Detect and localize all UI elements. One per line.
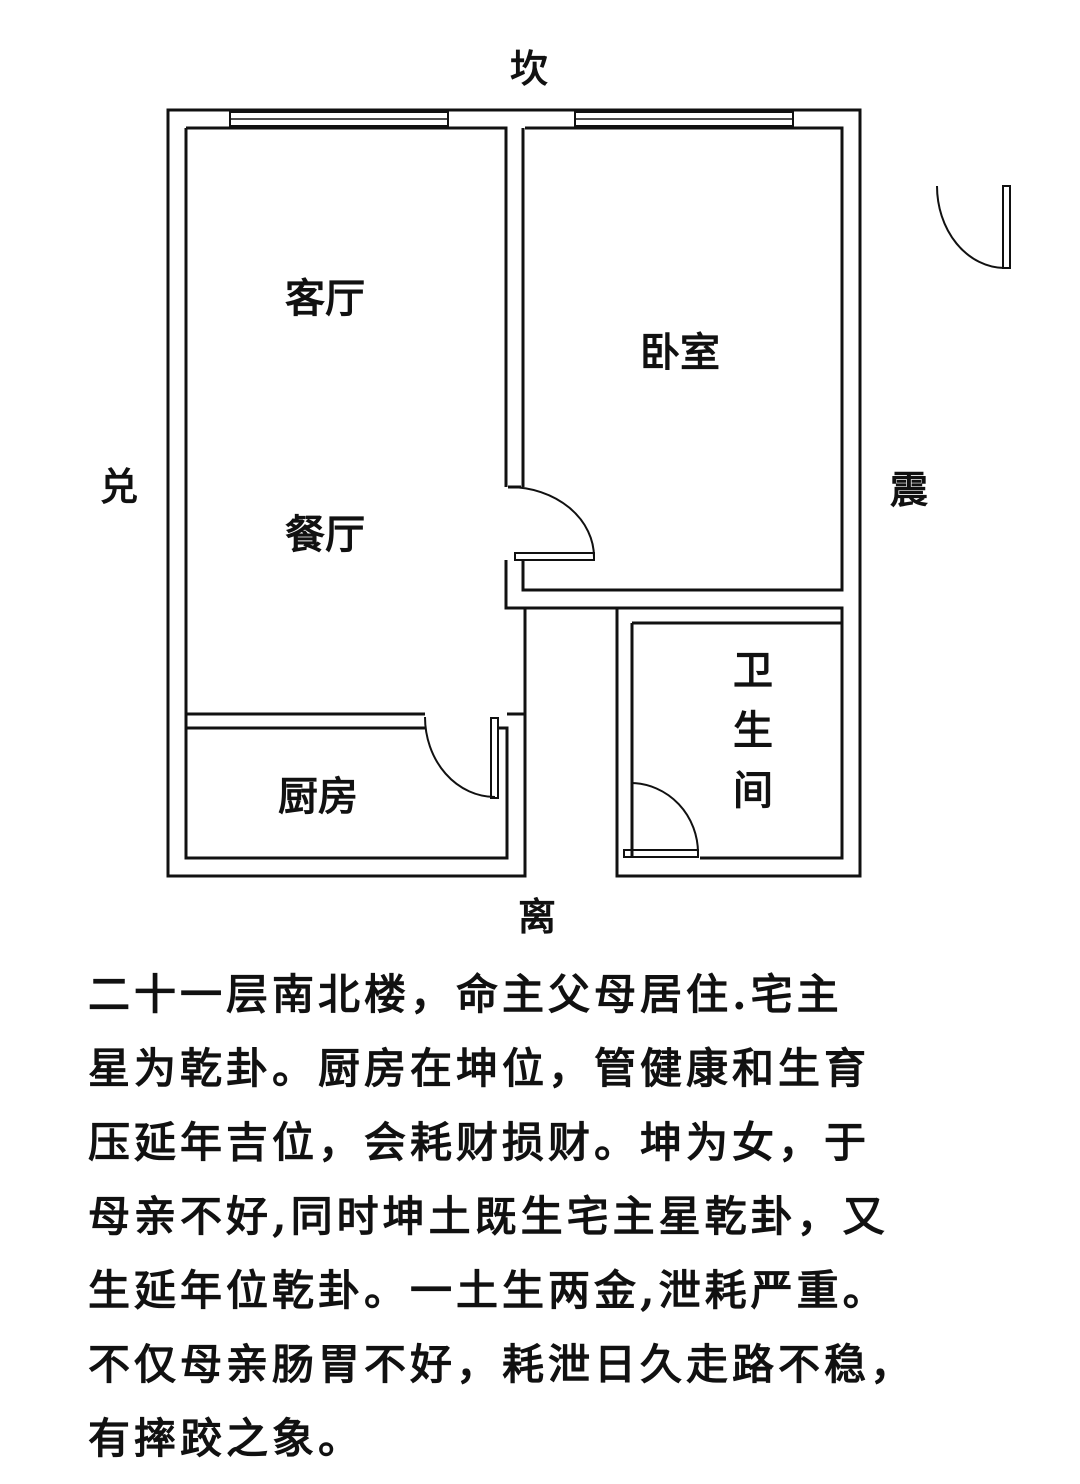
kitchen-door-leaf [490,717,499,799]
floor-plan: 客厅 餐厅 卧室 厨房 卫 生 间 坎 离 兑 震 [100,46,1011,939]
caption-line-3: 压延年吉位，会耗财损财。坤为女，于 [88,1118,871,1167]
bathroom-door-swing [631,782,699,854]
entrance-door-swing [936,185,1005,269]
outer-wall [166,108,862,878]
direction-west: 兑 [100,464,138,509]
bedroom-wall [521,126,844,592]
room-label-kitchen: 厨房 [278,773,358,820]
room-label-bathroom-1: 卫 [733,647,773,694]
direction-south: 离 [518,894,556,939]
room-label-bedroom: 卧室 [640,329,720,376]
room-label-bathroom-2: 生 [733,707,773,754]
caption-line-4: 母亲不好,同时坤土既生宅主星乾卦，又 [88,1192,889,1241]
living-room-wall [186,126,525,610]
bathroom-wall [617,606,844,860]
caption-text: 二十一层南北楼，命主父母居住.宅主 星为乾卦。厨房在坤位，管健康和生育 压延年吉… [88,958,1058,1476]
kitchen-door-swing [424,716,496,798]
direction-east: 震 [890,467,929,512]
bedroom-door-swing [509,486,595,558]
bathroom-door-leaf [623,849,699,858]
bedroom-door-leaf [514,552,595,561]
caption-line-5: 生延年位乾卦。一土生两金,泄耗严重。 [88,1266,889,1315]
caption-line-1: 二十一层南北楼，命主父母居住.宅主 [88,970,843,1019]
entrance-door-leaf [1002,185,1011,269]
caption-line-2: 星为乾卦。厨房在坤位，管健康和生育 [88,1044,871,1093]
room-label-living: 客厅 [285,275,365,322]
direction-north: 坎 [510,46,548,91]
room-label-bathroom-3: 间 [733,767,773,814]
room-label-dining: 餐厅 [285,511,365,558]
caption-line-6: 不仅母亲肠胃不好，耗泄日久走路不稳， [88,1340,917,1389]
caption-line-7: 有摔跤之象。 [88,1414,365,1463]
kitchen-wall [184,712,525,860]
